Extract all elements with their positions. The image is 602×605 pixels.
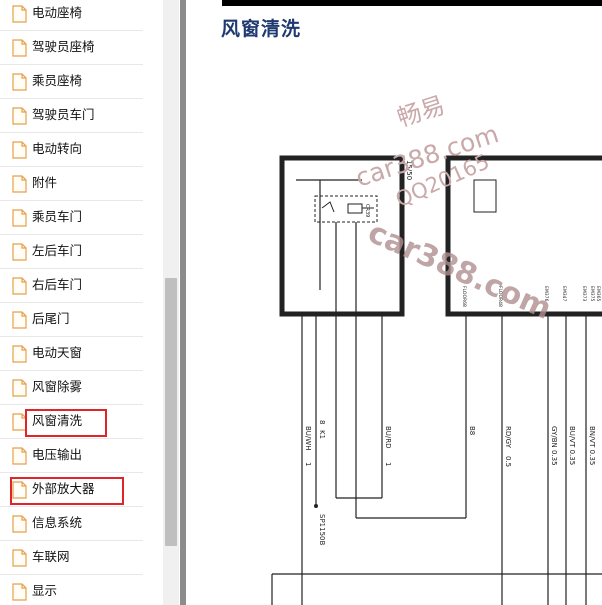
tree-item-label: 信息系统 [32, 515, 83, 530]
highlight-box [25, 409, 107, 437]
tree-item[interactable]: 右后车门 [0, 270, 143, 303]
highlight-box [10, 477, 124, 505]
tree-item[interactable]: 风窗清洗 [0, 406, 143, 439]
tree-item[interactable]: 外部放大器 [0, 474, 143, 507]
wire-bu-rd-gauge: 1 [384, 462, 392, 466]
tree-item[interactable]: 驾驶员车门 [0, 100, 143, 133]
pin-label: FLOOR68 [461, 286, 467, 307]
tree-item-label: 车联网 [32, 549, 70, 564]
wire-rd-gy-label: RD/GY [504, 426, 512, 449]
tree-item-label: 右后车门 [32, 277, 83, 292]
tree-item-label: 风窗除雾 [32, 379, 83, 394]
tree-item[interactable]: 显示 [0, 576, 143, 605]
tree-item[interactable]: 电动天窗 [0, 338, 143, 371]
controller-box [445, 155, 602, 317]
relay-label: CR39 [364, 204, 370, 217]
top-rule [222, 0, 602, 6]
pin-label: EM347 [561, 286, 567, 301]
wiring-diagram: 15/50 CR39 FLOOR68 FLOOR48 EM376 EM347 EM373… [222, 0, 602, 605]
tree-item[interactable]: 乘员车门 [0, 202, 143, 235]
splice-label: SP1150B [318, 514, 326, 545]
document-icon [12, 583, 27, 601]
document-icon [12, 209, 27, 227]
tree-item[interactable]: 电压输出 [0, 440, 143, 473]
tree-item-label: 乘员座椅 [32, 73, 83, 88]
relay-box [314, 195, 378, 223]
tree-item-label: 乘员车门 [32, 209, 83, 224]
tree-item-label: 后尾门 [32, 311, 70, 326]
tree-item-label: 附件 [32, 175, 58, 190]
document-icon [12, 277, 27, 295]
tree-item[interactable]: 电动座椅 [0, 0, 143, 31]
connector-k-pin: 8 [318, 420, 326, 424]
page-title: 风窗清洗 [221, 18, 302, 40]
tree-item[interactable]: 附件 [0, 168, 143, 201]
tree-item[interactable]: 左后车门 [0, 236, 143, 269]
wire-bu-wh-label: BU/WH [304, 426, 312, 450]
wire-bu-wh-gauge: 1 [304, 462, 312, 466]
document-icon [12, 73, 27, 91]
pin-label: EM373 [581, 286, 587, 301]
wire-bu-vt-a-label: BU/VT 0.35 [568, 426, 576, 465]
wire-bu-rd-label: BU/RD [384, 426, 392, 449]
tree-item[interactable]: 电动转向 [0, 134, 143, 167]
tree-item-label: 电动天窗 [32, 345, 83, 360]
tree-item[interactable]: 乘员座椅 [0, 66, 143, 99]
pin-label: EM376 [543, 286, 549, 301]
document-icon [12, 175, 27, 193]
connector-k-label: K1 [318, 430, 326, 439]
document-icon [12, 311, 27, 329]
document-icon [12, 345, 27, 363]
document-icon [12, 481, 27, 499]
document-icon [12, 243, 27, 261]
tree-item[interactable]: 信息系统 [0, 508, 143, 541]
tree-item-label: 电动座椅 [32, 5, 83, 20]
document-icon [12, 141, 27, 159]
tree-item[interactable]: 驾驶员座椅 [0, 32, 143, 65]
tree-item-label: 电压输出 [32, 447, 83, 462]
pin-label: EM365 [595, 286, 601, 301]
wire-rd-gy-gauge: 0.5 [504, 456, 512, 467]
wire-gy-bn-label: GY/BN 0.35 [550, 426, 558, 466]
tree-item-label: 电动转向 [32, 141, 83, 156]
tree-item-label: 风窗清洗 [32, 413, 83, 428]
panel-divider[interactable] [180, 0, 186, 605]
wire-mid-label: B8 [468, 426, 476, 435]
pin-label: FLOOR48 [497, 286, 503, 307]
tree-item-label: 外部放大器 [32, 481, 95, 496]
document-icon [12, 549, 27, 567]
tree-item[interactable]: 后尾门 [0, 304, 143, 337]
tree-panel: 电动座椅驾驶员座椅乘员座椅驾驶员车门电动转向附件乘员车门左后车门右后车门后尾门电… [0, 0, 143, 605]
fuse-label: 15/50 [405, 160, 413, 180]
document-icon [12, 447, 27, 465]
tree-item-label: 显示 [32, 583, 58, 598]
wire-bu-vt-b-label: BN/VT 0.35 [588, 426, 596, 465]
document-icon [12, 107, 27, 125]
tree-item-label: 驾驶员座椅 [32, 39, 95, 54]
scrollbar-thumb[interactable] [165, 278, 177, 546]
tree-item-label: 左后车门 [32, 243, 83, 258]
document-icon [12, 5, 27, 23]
tree-item-label: 驾驶员车门 [32, 107, 95, 122]
tree-item[interactable]: 风窗除雾 [0, 372, 143, 405]
viewer-margin [186, 0, 202, 605]
pin-label: EM375 [589, 286, 595, 301]
tree-item[interactable]: 车联网 [0, 542, 143, 575]
document-viewer[interactable]: 15/50 CR39 FLOOR68 FLOOR48 EM376 EM347 EM373… [202, 0, 602, 605]
document-icon [12, 39, 27, 57]
document-icon [12, 379, 27, 397]
document-icon [12, 515, 27, 533]
fuse-box [279, 155, 405, 317]
